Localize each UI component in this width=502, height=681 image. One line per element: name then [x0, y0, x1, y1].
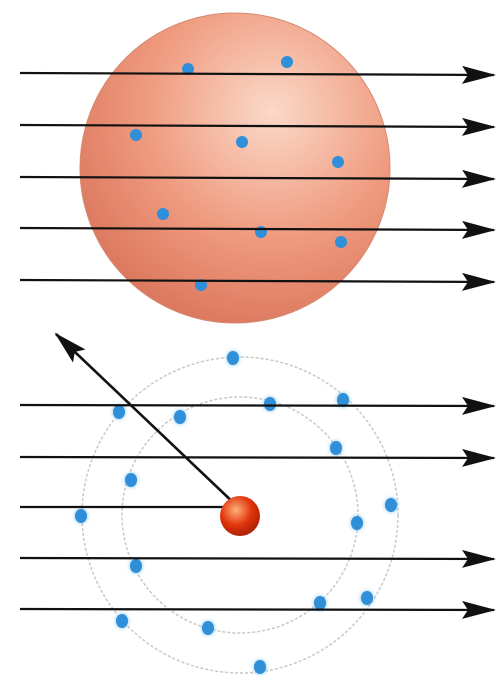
electron-top-8 [335, 236, 347, 248]
electron-top-4 [236, 136, 248, 148]
electron-top-7 [255, 226, 267, 238]
electron-top-1 [182, 63, 194, 75]
beam-ray-top-2 [19, 117, 496, 136]
electron-orbit-13 [314, 596, 326, 610]
electron-orbit-14 [116, 614, 128, 628]
electron-orbit-3 [113, 405, 125, 419]
beam-ray-top-5 [19, 272, 496, 291]
electron-orbit-7 [125, 473, 137, 487]
electron-orbit-4 [174, 410, 186, 424]
beam-ray-bottom-2 [19, 448, 496, 467]
electron-orbit-11 [130, 559, 142, 573]
positive-sphere [79, 12, 391, 324]
plum-pudding-model [79, 12, 391, 324]
electron-orbit-15 [202, 621, 214, 635]
beam-ray-top-3 [19, 169, 496, 188]
nucleus [220, 496, 260, 536]
inner-orbit [121, 396, 359, 634]
electron-top-9 [195, 279, 207, 291]
top-beam-rays [19, 65, 496, 291]
bottom-beam-rays [19, 396, 496, 619]
electron-top-3 [130, 129, 142, 141]
electron-orbit-16 [254, 660, 266, 674]
electron-orbit-9 [385, 498, 397, 512]
electron-top-2 [281, 56, 293, 68]
electron-orbit-12 [361, 591, 373, 605]
electron-orbit-10 [351, 516, 363, 530]
beam-ray-top-4 [19, 220, 496, 239]
beam-ray-top-1 [19, 65, 496, 84]
electron-top-6 [157, 208, 169, 220]
deflected-ray [20, 332, 239, 509]
electron-orbit-6 [330, 441, 342, 455]
deflected-segment [54, 332, 239, 508]
nuclear-model [75, 351, 399, 674]
beam-ray-bottom-3 [19, 549, 496, 568]
beam-ray-bottom-4 [19, 600, 496, 619]
electron-top-5 [332, 156, 344, 168]
embedded-electrons [130, 56, 347, 291]
electron-orbit-2 [337, 393, 349, 407]
electron-orbit-1 [227, 351, 239, 365]
orbiting-electrons [75, 351, 397, 674]
electron-orbit-8 [75, 509, 87, 523]
electron-orbit-5 [264, 397, 276, 411]
beam-ray-bottom-1 [19, 396, 496, 415]
